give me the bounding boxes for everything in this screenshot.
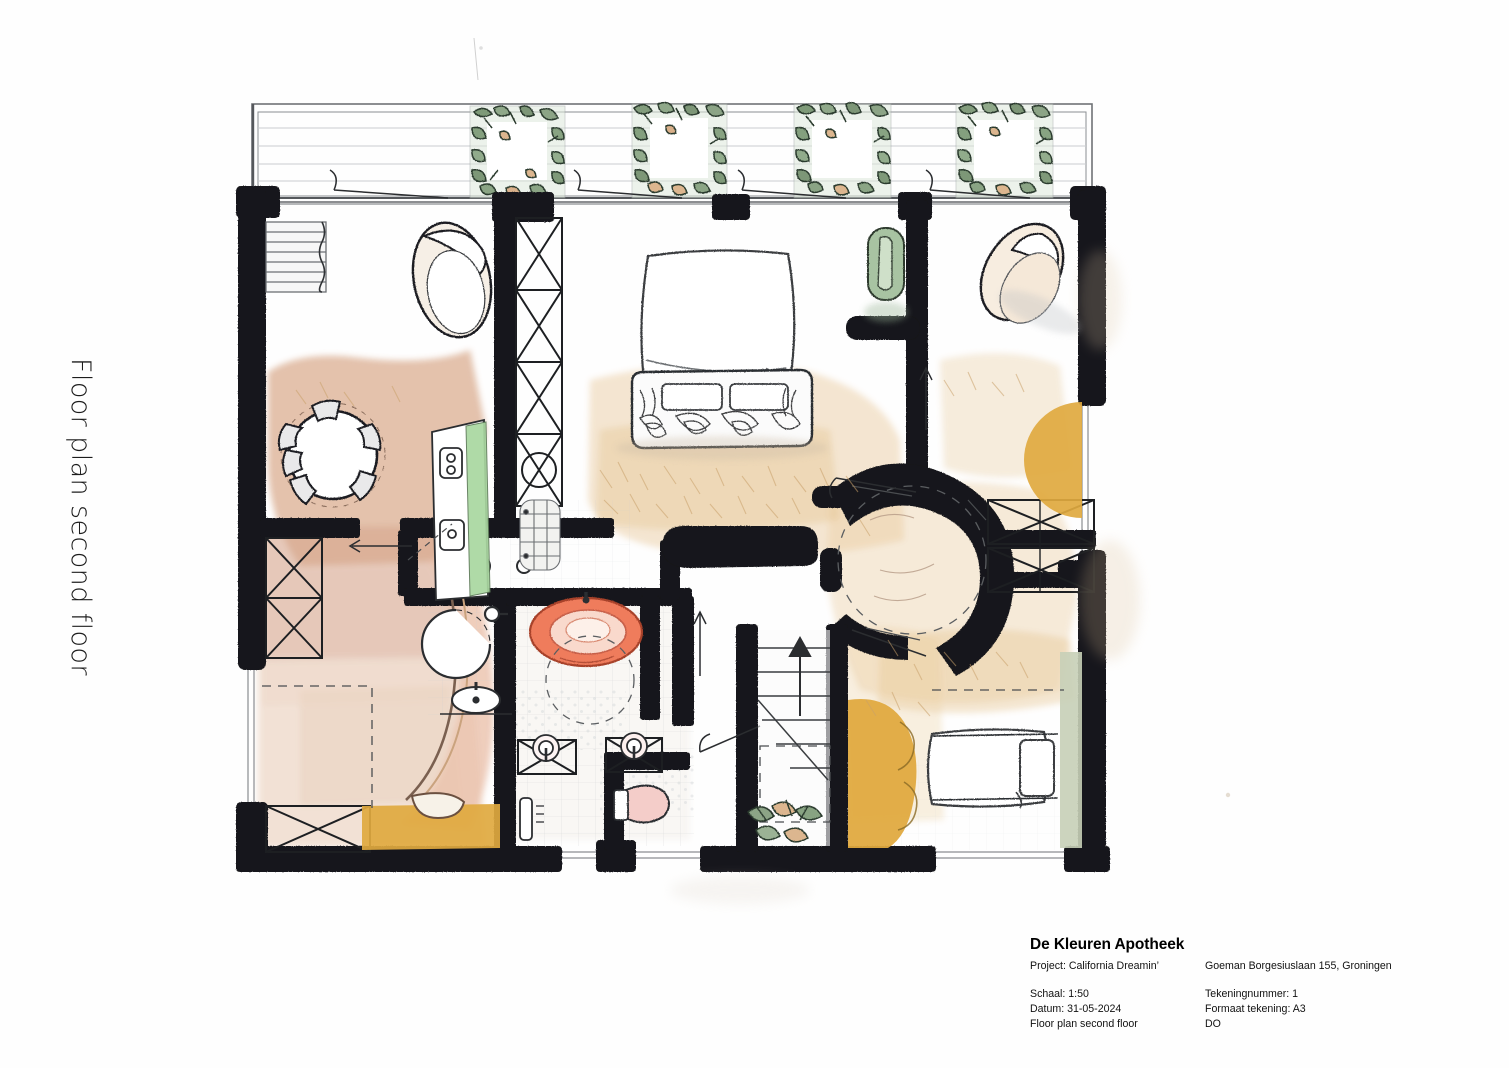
ochre-curtain xyxy=(848,698,917,848)
right-room-furniture xyxy=(919,222,1082,848)
bidet-upper xyxy=(444,255,488,285)
circular-landing xyxy=(829,477,987,657)
shower-tray xyxy=(519,499,561,571)
vanity-sinks xyxy=(532,732,648,762)
project-row: Project: California Dreamin’ Goeman Borg… xyxy=(1030,959,1460,974)
balcony-planters xyxy=(469,101,1054,199)
date-row: Datum: 31-05-2024 Formaat tekening: A3 xyxy=(1030,1002,1460,1017)
drawing-title-row: Floor plan second floor DO xyxy=(1030,1017,1460,1032)
towel-rail xyxy=(519,797,533,841)
staircase xyxy=(746,630,918,848)
sage-wall-band xyxy=(1060,652,1082,848)
stair-planting xyxy=(746,799,824,843)
ochre-carpet xyxy=(362,804,500,850)
title-block-spacer xyxy=(1030,974,1460,987)
toilet xyxy=(613,784,670,824)
scale-value: Schaal: 1:50 xyxy=(1030,988,1089,1000)
project-label: Project: California Dreamin’ xyxy=(1030,960,1159,972)
lounge-chair xyxy=(411,221,493,339)
sketch-texture xyxy=(295,371,1029,717)
design-phase: DO xyxy=(1205,1018,1221,1030)
ochre-round-rug xyxy=(1024,402,1082,518)
vanity-green-counter xyxy=(407,418,491,601)
drawing-number: Tekeningnummer: 1 xyxy=(1205,988,1299,1000)
radiator xyxy=(265,221,327,293)
direction-arrow xyxy=(348,539,412,553)
bathroom-fixtures xyxy=(407,255,761,841)
stair-void-dashed xyxy=(759,745,831,823)
stair-up-arrow xyxy=(788,635,812,716)
lounge-chair-right xyxy=(979,222,1081,334)
studio-name: De Kleuren Apotheek xyxy=(1030,936,1185,953)
scale-row: Schaal: 1:50 Tekeningnummer: 1 xyxy=(1030,987,1460,1002)
washbasin-left xyxy=(440,682,512,715)
drawing-title: Floor plan second floor xyxy=(1030,1018,1138,1030)
walls xyxy=(236,186,1110,872)
master-bed xyxy=(616,249,828,460)
sheet-format: Formaat tekening: A3 xyxy=(1205,1003,1306,1015)
balcony-door-swings xyxy=(329,169,1031,199)
dashed-zone xyxy=(262,685,373,808)
shower-basin xyxy=(420,605,508,680)
project-address: Goeman Borgesiuslaan 155, Groningen xyxy=(1205,960,1392,972)
date-value: Datum: 31-05-2024 xyxy=(1030,1003,1122,1015)
bed-lower-right xyxy=(926,728,1059,809)
green-wall-object xyxy=(864,227,908,322)
left-room-furniture xyxy=(262,221,500,850)
dining-table-and-chairs xyxy=(277,399,386,508)
wardrobe-cabinets xyxy=(265,217,1095,853)
title-block: De Kleuren Apotheek Project: California … xyxy=(1030,936,1460,1032)
